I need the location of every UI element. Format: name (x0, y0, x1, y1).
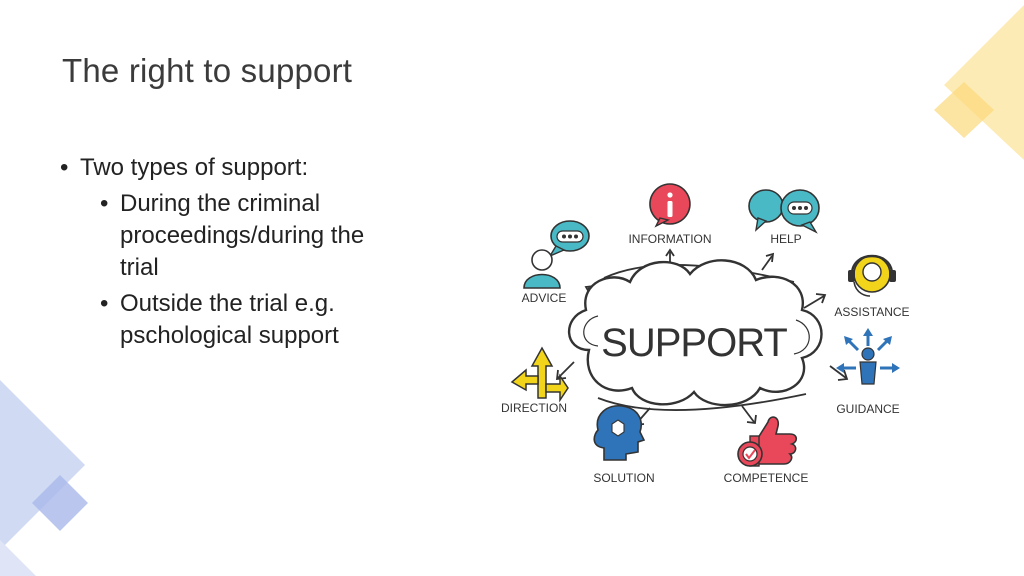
sub-bullet-item: During the criminal proceedings/during t… (98, 188, 390, 284)
signpost-arrows-icon (510, 346, 569, 403)
node-label-solution: SOLUTION (593, 471, 654, 485)
bullet-item: Two types of support: During the crimina… (58, 152, 390, 352)
diagram-arrows (555, 248, 849, 427)
speech-bubbles-icon (748, 189, 820, 234)
node-label-assistance: ASSISTANCE (834, 305, 909, 319)
bullet-list: Two types of support: During the crimina… (58, 152, 390, 356)
headset-icon (848, 254, 896, 297)
sub-bullet-item: Outside the trial e.g. pschological supp… (98, 288, 390, 352)
node-label-information: INFORMATION (628, 232, 711, 246)
node-label-competence: COMPETENCE (724, 471, 809, 485)
decor-bottom-left (0, 380, 88, 576)
advisor-icon (523, 220, 590, 289)
slide-title: The right to support (62, 52, 353, 89)
node-label-help: HELP (770, 232, 801, 246)
node-label-direction: DIRECTION (501, 401, 567, 415)
bullet-text: Two types of support: (80, 154, 309, 181)
diagram-center-label: SUPPORT (601, 321, 787, 365)
node-label-guidance: GUIDANCE (836, 402, 899, 416)
support-diagram: SUPPORT INFORMATION HELP ADV (501, 183, 910, 485)
head-puzzle-icon (593, 405, 646, 461)
sub-bullet-list: During the criminal proceedings/during t… (80, 188, 390, 352)
node-label-advice: ADVICE (522, 291, 567, 305)
decor-top-right (934, 5, 1024, 160)
thumbs-up-icon (737, 416, 798, 467)
person-arrows-icon (836, 328, 900, 385)
information-icon (649, 183, 691, 228)
cloud-shape (567, 259, 823, 407)
